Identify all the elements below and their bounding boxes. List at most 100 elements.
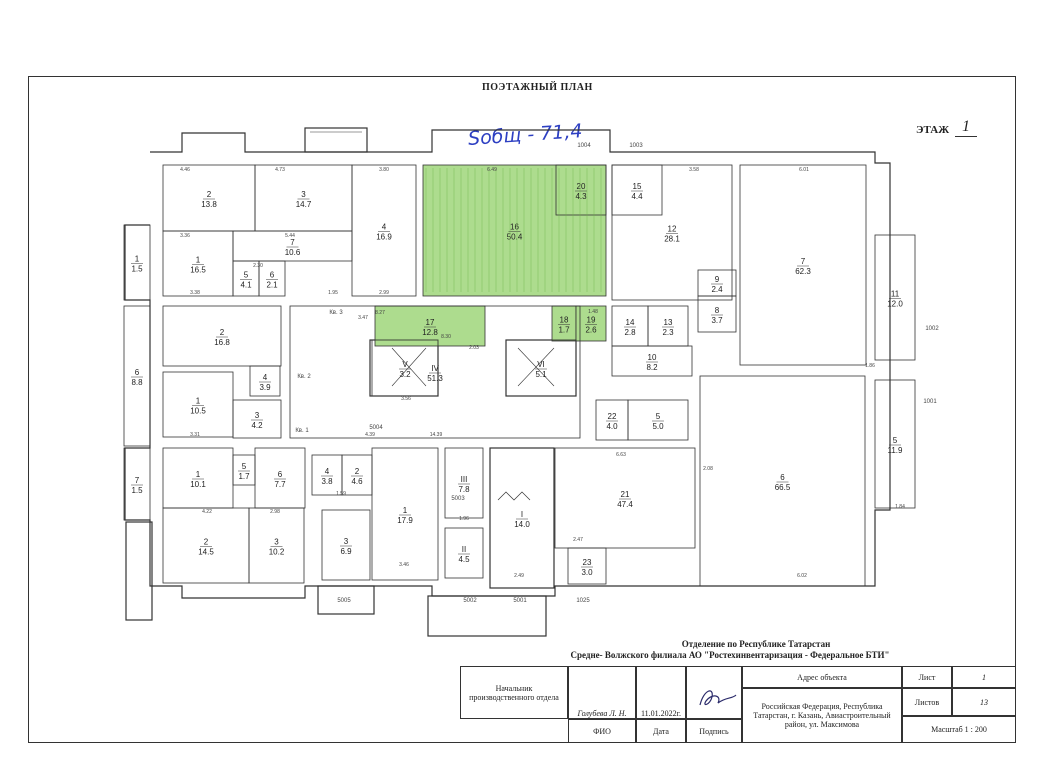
room-r7a: 710.6 — [232, 230, 353, 262]
room-outline — [699, 375, 866, 587]
dimension-label: 2.98 — [270, 509, 280, 515]
room-number: 4 — [263, 373, 268, 382]
dimension-label: 2.47 — [573, 537, 583, 543]
room-area: 47.4 — [617, 500, 633, 509]
room-rII: II4.5 — [444, 527, 484, 579]
room-outline — [489, 447, 555, 589]
plan-label-d5005: 5005 — [337, 598, 351, 604]
room-outline — [697, 295, 737, 333]
room-number: 13 — [664, 318, 673, 327]
floor-label: ЭТАЖ — [916, 124, 950, 136]
plan-sheet-border — [28, 76, 1016, 743]
stamp-address-header: Адрес объекта — [742, 666, 902, 688]
dimension-label: 8.27 — [375, 310, 385, 316]
room-outline — [232, 399, 282, 439]
room-r14: 142.8 — [611, 305, 649, 347]
room-r1b: 110.5 — [162, 371, 234, 438]
room-outline — [371, 339, 439, 397]
room-area: 14.7 — [296, 200, 312, 209]
room-number: 2 — [355, 467, 360, 476]
dimension-label: 6.01 — [799, 167, 809, 173]
room-number: 10 — [648, 353, 657, 362]
org-line-2: Средне- Волжского филиала АО "Ростехинве… — [570, 650, 890, 660]
room-outline — [371, 447, 439, 581]
room-number: II — [462, 545, 466, 554]
room-number: 15 — [633, 182, 642, 191]
room-outline — [162, 305, 282, 367]
room-area: 66.5 — [775, 483, 791, 492]
title-block: Начальник производственного отдела Голуб… — [460, 666, 1016, 743]
stamp-sheet-label: Лист — [902, 666, 952, 688]
room-outline — [611, 164, 733, 301]
room-number: 6 — [135, 368, 140, 377]
room-area: 8.8 — [131, 378, 143, 387]
stamp-col-date: Дата — [636, 719, 686, 743]
room-area: 4.4 — [631, 192, 643, 201]
room-area: 6.9 — [340, 547, 352, 556]
plan-title: ПОЭТАЖНЫЙ ПЛАН — [482, 82, 593, 93]
room-outline — [551, 305, 577, 342]
room-number: 2 — [207, 190, 212, 199]
dimension-label: 5.44 — [285, 233, 295, 239]
room-r23: 233.0 — [567, 547, 607, 585]
room-outline — [422, 164, 607, 297]
plan-label-kv3: Кв. 3 — [329, 310, 343, 316]
dimension-label: 3.36 — [180, 233, 190, 239]
room-area: 3.8 — [321, 477, 333, 486]
room-number: 3 — [274, 538, 279, 547]
room-r5d: 51.7 — [232, 454, 256, 486]
room-area: 2.1 — [266, 281, 278, 290]
room-r2c: 24.6 — [341, 454, 373, 496]
room-number: 3 — [344, 537, 349, 546]
room-number: 3 — [255, 411, 260, 420]
room-area: 8.2 — [646, 363, 658, 372]
room-outline — [232, 230, 353, 262]
room-r1c: 110.1 — [162, 447, 234, 509]
room-number: 17 — [426, 318, 435, 327]
room-outline — [874, 234, 916, 361]
room-number: 1 — [196, 256, 201, 265]
room-area: 62.3 — [795, 267, 811, 276]
room-area: 5.0 — [652, 422, 664, 431]
plan-label-d5001: 5001 — [513, 598, 527, 604]
room-outline — [444, 447, 484, 519]
room-r2d: 214.5 — [162, 507, 250, 584]
room-area: 1.7 — [238, 472, 250, 481]
room-r6b: 68.8 — [123, 305, 151, 447]
room-number: VI — [537, 360, 545, 369]
plan-label-kv2: Кв. 2 — [297, 374, 311, 380]
room-outline — [611, 345, 693, 377]
plan-label-kv1: Кв. 1 — [295, 428, 309, 434]
room-area: 2.4 — [711, 285, 723, 294]
signature-mark — [699, 690, 737, 706]
stair-landing-top — [304, 127, 368, 153]
room-number: 16 — [510, 223, 519, 232]
dimension-label: 3.47 — [358, 315, 368, 321]
room-outline — [248, 507, 305, 584]
room-outline — [123, 305, 151, 447]
room-number: 7 — [135, 476, 140, 485]
room-number: 22 — [608, 412, 617, 421]
room-outline — [444, 527, 484, 579]
room-outline — [321, 509, 371, 581]
room-number: 23 — [583, 558, 592, 567]
room-outline — [123, 447, 151, 521]
room-area: 11.9 — [888, 446, 904, 455]
room-r4c: 43.8 — [311, 454, 343, 496]
room-area: 16.9 — [376, 233, 392, 242]
room-number: 4 — [382, 223, 387, 232]
room-number: 6 — [780, 473, 785, 482]
room-area: 4.6 — [351, 477, 363, 486]
room-area: 13.8 — [201, 200, 217, 209]
room-number: 8 — [715, 306, 720, 315]
room-r6c: 666.5 — [699, 375, 866, 587]
room-number: 4 — [325, 467, 330, 476]
dimension-label: 3.56 — [401, 396, 411, 402]
room-number: 5 — [244, 271, 249, 280]
room-area: 17.9 — [397, 516, 413, 525]
room-area: 16.8 — [214, 338, 230, 347]
room-area: 3.2 — [399, 370, 411, 379]
room-outline — [289, 305, 581, 439]
room-number: 14 — [626, 318, 635, 327]
